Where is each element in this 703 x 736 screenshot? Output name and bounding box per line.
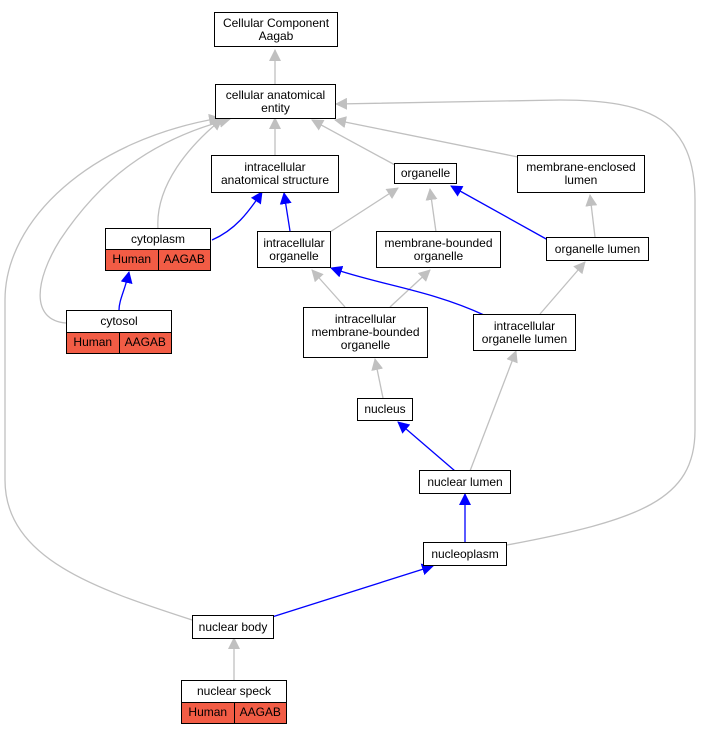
edge-nlumen-nucleus bbox=[397, 421, 456, 472]
node-nucleoplasm[interactable]: nucleoplasm bbox=[423, 542, 507, 566]
node-nuclear-speck[interactable]: nuclear speck bbox=[181, 680, 287, 703]
node-cytosol[interactable]: cytosol bbox=[66, 310, 172, 333]
node-cytoplasm[interactable]: cytoplasm bbox=[105, 228, 211, 250]
edge-cytoplasm-ias bbox=[211, 191, 263, 241]
edge-mbo-organelle bbox=[425, 188, 438, 233]
annotation-cytoplasm: Human AAGAB bbox=[105, 250, 211, 271]
edge-olumen-mel bbox=[585, 194, 598, 238]
node-organelle[interactable]: organelle bbox=[394, 163, 457, 184]
annotation-gene: AAGAB bbox=[118, 333, 172, 353]
edge-nlumen-iol bbox=[469, 350, 518, 472]
edge-nucleus-imbo bbox=[371, 358, 384, 399]
edge-io-ias bbox=[279, 192, 292, 232]
annotation-gene: AAGAB bbox=[233, 703, 287, 723]
annotation-species: Human bbox=[112, 252, 152, 266]
node-organelle-lumen[interactable]: organelle lumen bbox=[546, 237, 649, 261]
annotation-species: Human bbox=[188, 705, 228, 719]
annotation-cytosol: Human AAGAB bbox=[66, 333, 172, 354]
edge-nbody-cae bbox=[4, 113, 221, 621]
edge-imbo-mbo bbox=[389, 269, 431, 308]
edge-cytosol-cae bbox=[39, 115, 231, 324]
node-nuclear-body[interactable]: nuclear body bbox=[192, 615, 274, 639]
node-nucleus[interactable]: nucleus bbox=[357, 398, 413, 421]
annotation-nuclear-speck: Human AAGAB bbox=[181, 703, 287, 724]
edge-imbo-io bbox=[311, 269, 346, 308]
edge-io-organelle bbox=[329, 187, 399, 233]
annotation-species: Human bbox=[73, 335, 113, 349]
edge-iol-io bbox=[330, 265, 485, 316]
edge-cytosol-cytoplasm bbox=[118, 271, 133, 311]
edge-mel-cae bbox=[334, 116, 519, 158]
annotation-gene: AAGAB bbox=[157, 250, 211, 270]
edge-olumen-organelle bbox=[450, 185, 549, 241]
edge-cytoplasm-cae bbox=[157, 118, 223, 230]
edge-nucleoplasm-cae bbox=[335, 97, 696, 546]
edge-iol-olumen bbox=[539, 261, 586, 315]
node-nuclear-lumen[interactable]: nuclear lumen bbox=[419, 470, 511, 494]
edge-organelle-cae bbox=[311, 119, 396, 166]
edge-nbody-nucleoplasm bbox=[271, 563, 434, 618]
